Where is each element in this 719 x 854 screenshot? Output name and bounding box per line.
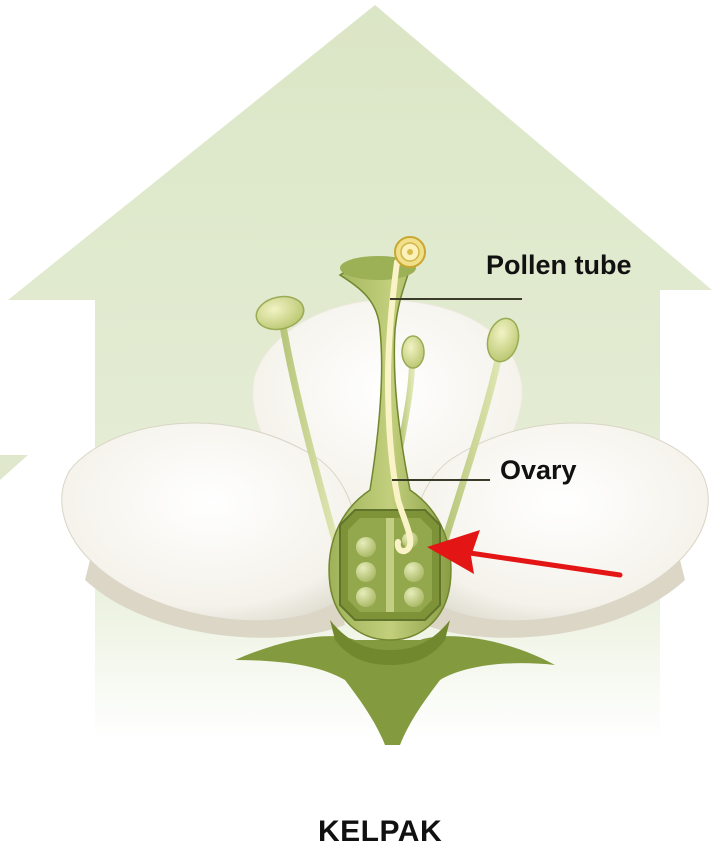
ovary-cavity <box>340 510 440 620</box>
caption: KELPAK <box>318 815 442 849</box>
ovule <box>356 537 376 557</box>
pollen-grain <box>395 237 425 267</box>
ovule <box>404 587 424 607</box>
anther-middle <box>402 336 424 368</box>
ovule <box>356 587 376 607</box>
ovary-label: Ovary <box>500 455 577 486</box>
placenta <box>386 518 394 612</box>
pollen-tube-label: Pollen tube <box>486 250 632 281</box>
ovule <box>356 562 376 582</box>
ovule <box>404 562 424 582</box>
